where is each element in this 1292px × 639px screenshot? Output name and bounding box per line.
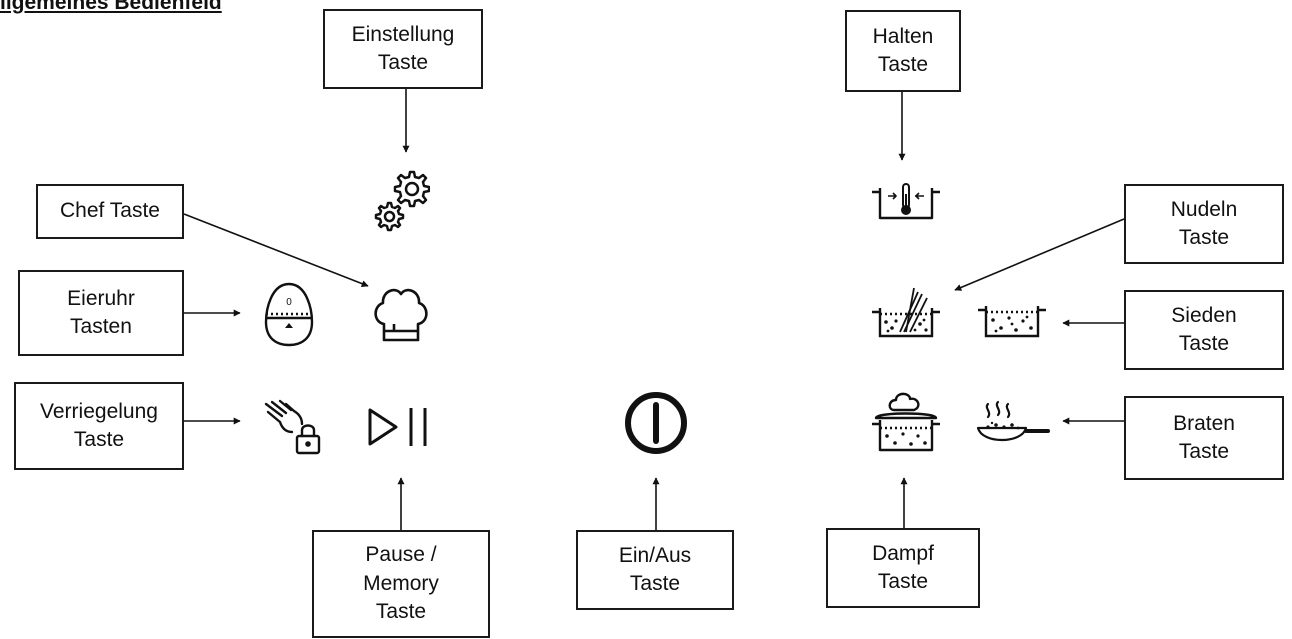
play-pause-icon[interactable] [366,404,438,450]
panel-heading: llgemeines Bedienfeld [0,0,222,14]
pot-simmer-icon[interactable] [976,296,1048,342]
gears-icon[interactable] [370,165,430,235]
label-pause-memory-taste: Pause / Memory Taste [312,530,490,638]
label-nudeln-taste: Nudeln Taste [1124,184,1284,264]
label-einstellung-taste: Einstellung Taste [323,9,483,89]
label-halten-taste: Halten Taste [845,10,961,92]
label-ein-aus-taste: Ein/Aus Taste [576,530,734,610]
power-icon[interactable] [622,389,690,457]
label-chef-taste: Chef Taste [36,184,184,239]
arrow-nudeln [954,218,1125,291]
egg-timer-icon[interactable]: 0 [263,280,315,348]
arrow-chef [183,213,369,287]
frying-pan-icon[interactable] [974,400,1050,450]
label-sieden-taste: Sieden Taste [1124,290,1284,370]
pot-thermometer-icon[interactable] [870,180,942,226]
egg-timer-digit: 0 [286,297,292,308]
label-dampf-taste: Dampf Taste [826,528,980,608]
hand-lock-icon[interactable] [262,398,324,458]
label-verriegelung-taste: Verriegelung Taste [14,382,184,470]
label-braten-taste: Braten Taste [1124,396,1284,480]
chef-hat-icon[interactable] [370,280,432,346]
pot-steam-icon[interactable] [870,390,942,456]
label-eieruhr-tasten: Eieruhr Tasten [18,270,184,356]
pot-pasta-icon[interactable] [870,286,942,342]
